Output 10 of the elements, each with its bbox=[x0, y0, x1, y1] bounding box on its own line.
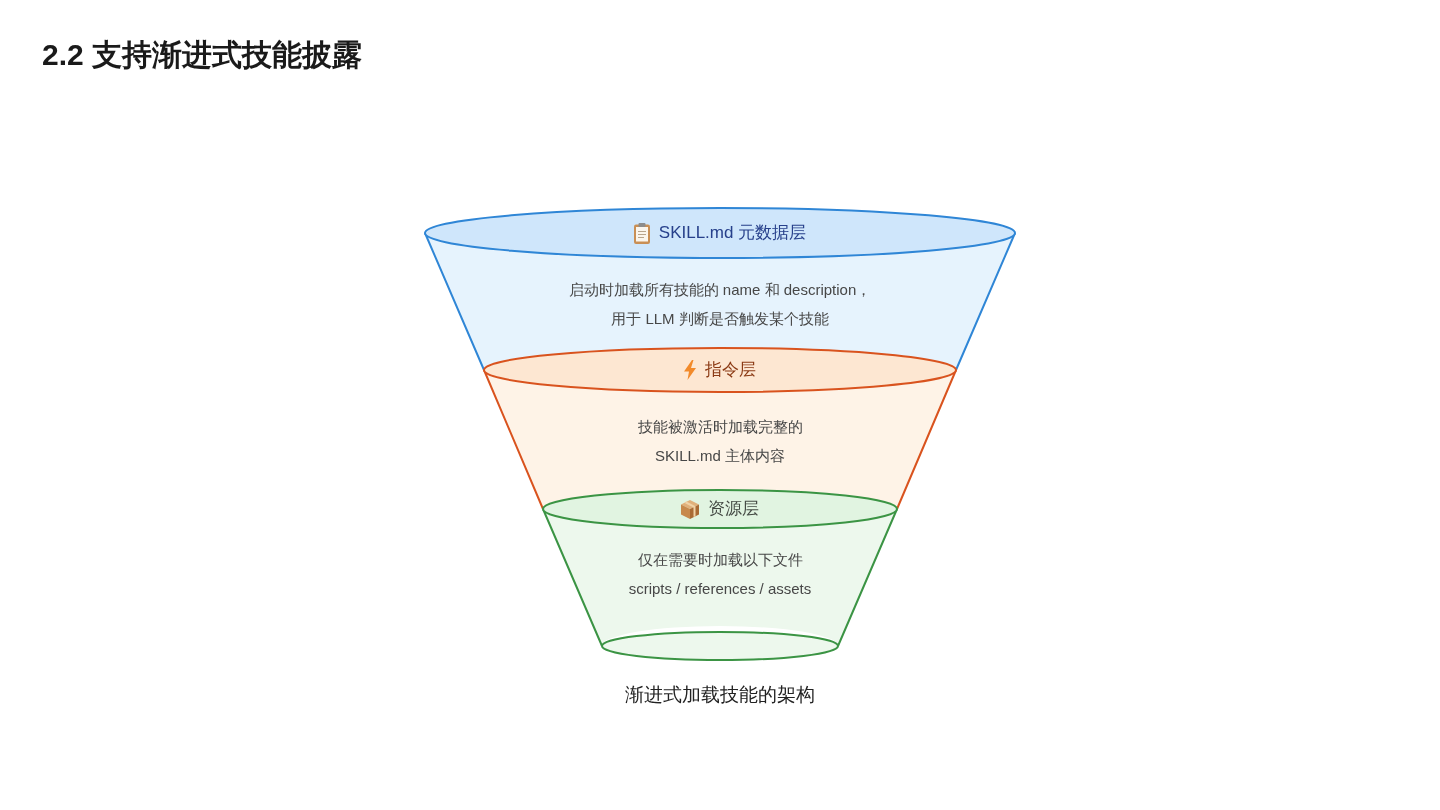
layer-description: 启动时加载所有技能的 name 和 description，用于 LLM 判断是否触发某个技能 bbox=[568, 281, 872, 327]
layer-description: 技能被激活时加载完整的 SKILL.md 主体内容 bbox=[637, 418, 803, 464]
slide-title: 2.2 支持渐进式技能披露 bbox=[42, 37, 363, 73]
funnel-base-ellipse bbox=[600, 630, 840, 662]
figure-caption: 渐进式加载技能的架构 bbox=[625, 684, 815, 705]
layer-title: 指令层 bbox=[705, 359, 756, 381]
layer-description: 仅在需要时加载以下文件 scripts / references / assets bbox=[628, 551, 812, 597]
layer-title: SKILL.md 元数据层 bbox=[658, 222, 807, 244]
layer-title: 资源层 bbox=[708, 498, 759, 520]
funnel-layer bbox=[541, 488, 899, 647]
